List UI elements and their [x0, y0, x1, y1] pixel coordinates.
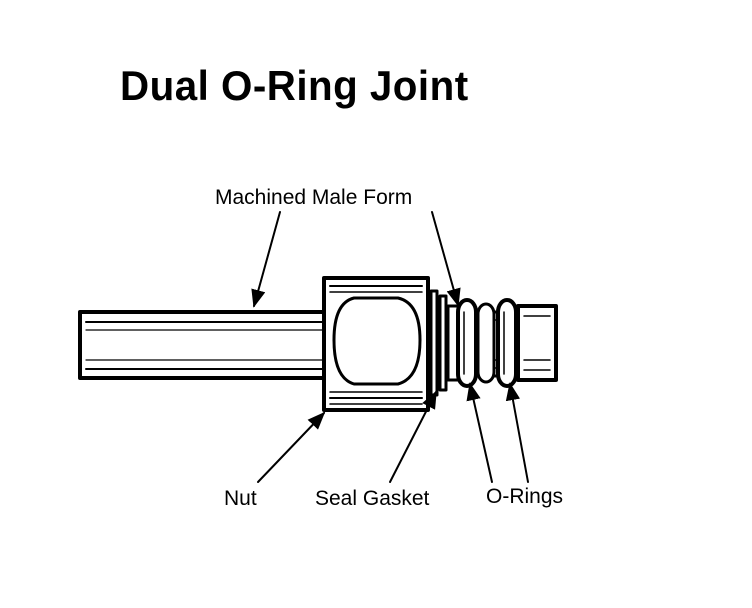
- o-ring-1: [456, 298, 478, 388]
- tube: [78, 310, 328, 380]
- o-ring-2: [476, 302, 496, 384]
- leader-nut: [257, 411, 326, 483]
- leader-o-ring-left: [466, 382, 493, 483]
- leader-machined-tube: [251, 211, 281, 308]
- hex-nut: [322, 276, 430, 412]
- o-ring-3: [496, 298, 518, 388]
- end-nipple: [516, 304, 558, 382]
- leader-seal-gasket: [389, 390, 437, 483]
- label-nut: Nut: [224, 487, 257, 510]
- diagram-title: Dual O-Ring Joint: [120, 62, 469, 109]
- label-seal-gasket: Seal Gasket: [315, 487, 430, 510]
- seal-gasket: [429, 289, 448, 397]
- leader-o-ring-right: [505, 382, 529, 483]
- label-machined-male-form: Machined Male Form: [215, 186, 413, 209]
- leader-machined-form: [431, 211, 461, 307]
- label-o-rings: O-Rings: [486, 485, 564, 508]
